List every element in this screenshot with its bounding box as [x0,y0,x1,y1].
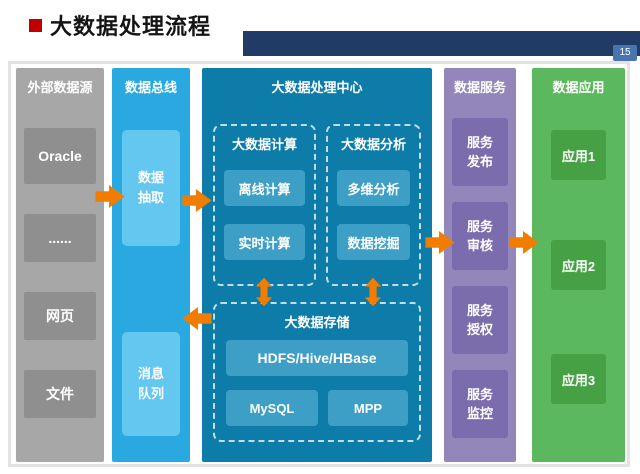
app-item-1: 应用1 [551,130,606,180]
source-item-web: 网页 [24,292,96,340]
arrow-right-icon [509,231,539,254]
slide-header: 大数据处理流程 15 [0,0,640,61]
services-header: 数据服务 [453,80,506,95]
storage-item-mpp: MPP [328,390,408,426]
column-external-sources: 外部数据源 Oracle ...... 网页 文件 [16,68,104,462]
apps-header: 数据应用 [552,80,605,95]
arrow-right-icon [425,231,455,254]
service-item-authorize: 服务 授权 [452,286,508,354]
group-analysis: 大数据分析 多维分析 数据挖掘 [326,124,421,286]
column-processing-center: 大数据处理中心 大数据计算 离线计算 实时计算 大数据分析 多维分析 数据挖掘 … [202,68,432,462]
service-item-monitor: 服务 监控 [452,370,508,438]
center-header: 大数据处理中心 [271,80,363,95]
service-item-publish: 服务 发布 [452,118,508,186]
header-ribbon [243,31,640,56]
sources-header: 外部数据源 [27,80,93,95]
arrow-updown-icon [364,277,382,307]
app-item-2: 应用2 [551,240,606,290]
group-compute-title: 大数据计算 [231,137,297,152]
group-analysis-title: 大数据分析 [340,137,406,152]
slide-title: 大数据处理流程 [50,14,212,39]
analysis-item-mining: 数据挖掘 [337,224,410,260]
group-storage-title: 大数据存储 [284,315,350,330]
app-item-3: 应用3 [551,354,606,404]
column-data-services: 数据服务 服务 发布 服务 审核 服务 授权 服务 监控 [444,68,516,462]
slide-frame [8,61,630,467]
arrow-right-icon [182,189,212,212]
source-item-others: ...... [24,214,96,262]
compute-item-offline: 离线计算 [224,170,305,206]
bus-header: 数据总线 [124,80,177,95]
title-accent-square-icon [29,19,42,32]
bus-item-queue: 消息 队列 [122,332,180,436]
service-item-review: 服务 审核 [452,202,508,270]
group-storage: 大数据存储 HDFS/Hive/HBase MySQL MPP [213,302,421,442]
arrow-left-icon [182,307,212,330]
arrow-updown-icon [255,277,273,307]
storage-item-hdfs: HDFS/Hive/HBase [226,340,408,376]
arrow-right-icon [95,185,125,208]
page-number-badge: 15 [613,45,637,61]
column-data-bus: 数据总线 数据 抽取 消息 队列 [112,68,190,462]
column-data-apps: 数据应用 应用1 应用2 应用3 [532,68,625,462]
source-item-file: 文件 [24,370,96,418]
storage-item-mysql: MySQL [226,390,318,426]
group-compute: 大数据计算 离线计算 实时计算 [213,124,316,286]
analysis-item-multidim: 多维分析 [337,170,410,206]
source-item-oracle: Oracle [24,128,96,184]
compute-item-realtime: 实时计算 [224,224,305,260]
bus-item-extract: 数据 抽取 [122,130,180,246]
